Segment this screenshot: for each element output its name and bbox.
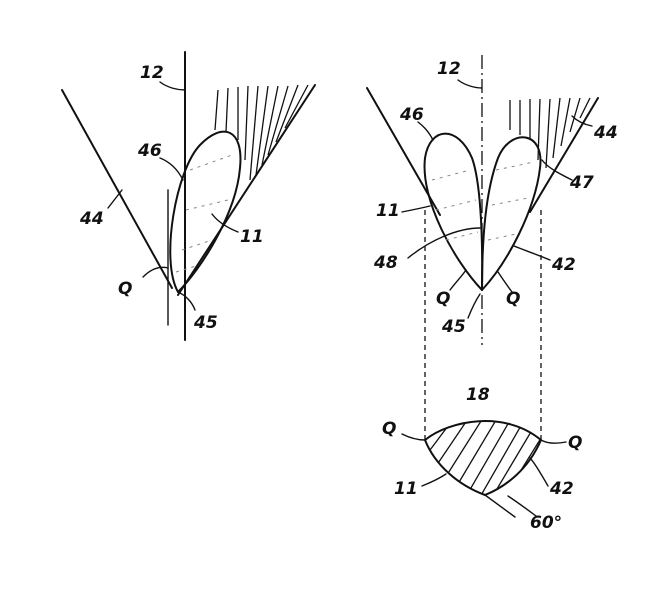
right-label-q-right: Q [506, 289, 520, 309]
left-label-46: 46 [137, 141, 162, 161]
right-label-48: 48 [373, 253, 398, 273]
section-hatching [425, 421, 541, 495]
section-leader-42 [529, 457, 549, 487]
left-leader-q [142, 266, 169, 278]
section-label-60: 60° [530, 513, 562, 533]
section-leader-11 [421, 473, 447, 487]
section-label-q-left: Q [382, 419, 396, 439]
left-label-45: 45 [193, 313, 218, 333]
section-label-18: 18 [466, 385, 490, 405]
left-tool-leader-44 [107, 189, 123, 209]
left-tool-edge-right [177, 84, 316, 296]
right-label-46: 46 [399, 105, 424, 125]
section-angle-line [484, 494, 516, 518]
right-axis-leader [457, 79, 483, 89]
right-leader-46 [417, 121, 434, 141]
right-left-lobe [423, 132, 484, 291]
right-leader-44 [571, 115, 593, 127]
right-label-45: 45 [441, 317, 466, 337]
left-view: 12 46 44 11 Q 45 [61, 51, 316, 341]
section-leader-60 [507, 495, 537, 517]
right-label-47: 47 [569, 173, 594, 193]
right-leader-q-right [497, 271, 513, 293]
right-right-lobe [481, 136, 542, 291]
right-leader-q-left [449, 269, 467, 291]
right-label-12: 12 [437, 59, 461, 79]
right-label-11: 11 [376, 201, 400, 221]
section-leader-q-left [401, 433, 426, 441]
left-leader-46 [159, 157, 184, 181]
right-label-44: 44 [593, 123, 618, 143]
left-tool-edge-left [61, 89, 173, 289]
right-tool-edge-right [529, 97, 599, 213]
left-label-12: 12 [140, 63, 164, 83]
right-leader-48 [407, 227, 481, 259]
right-leader-47 [541, 159, 573, 181]
section-view: 18 Q Q 11 42 60° [382, 385, 582, 533]
right-view: 12 46 44 47 11 48 42 Q Q 45 [366, 55, 618, 440]
right-label-q-left: Q [436, 289, 450, 309]
left-tool-hatching [214, 84, 309, 181]
left-ellipse [169, 130, 242, 293]
right-label-42: 42 [551, 255, 576, 275]
left-label-11: 11 [240, 227, 264, 247]
section-label-11: 11 [394, 479, 418, 499]
right-leader-45 [467, 293, 481, 319]
left-leader-45 [179, 292, 196, 311]
left-ellipse-shading [175, 154, 233, 273]
right-tool-hatching [509, 97, 591, 169]
left-leader-11 [211, 213, 239, 233]
section-leader-q-right [540, 439, 567, 445]
left-label-q: Q [118, 279, 132, 299]
right-leader-42 [513, 245, 551, 261]
left-label-44: 44 [79, 209, 104, 229]
left-axis-leader [159, 81, 186, 91]
right-lobe-shading [431, 161, 535, 241]
right-leader-11 [401, 205, 431, 213]
section-label-q-right: Q [568, 433, 582, 453]
section-label-42: 42 [549, 479, 574, 499]
section-outline [424, 420, 542, 496]
